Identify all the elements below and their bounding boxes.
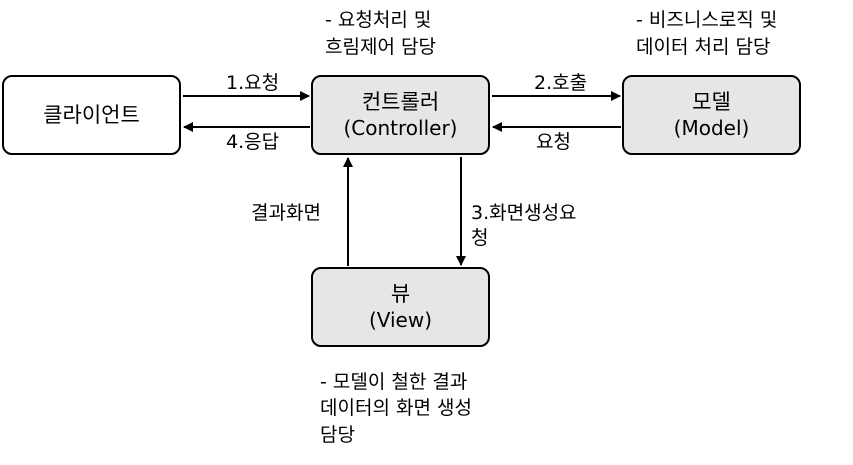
view-note-line1: - 모델이 철한 결과 [320,371,468,393]
client-box-title: 클라이언트 [43,103,140,127]
view-request-arrow-label-line1: 3.화면생성요 [471,202,577,224]
controller-box-title: 컨트롤러 [361,90,440,114]
model-note-line2: 데이터 처리 담당 [636,36,771,58]
view-box-title: 뷰 [390,282,411,306]
controller-box: 컨트롤러 (Controller) [311,75,490,155]
controller-box-subtitle: (Controller) [343,116,458,140]
model-request-arrow-label: 요청 [536,131,571,153]
client-box: 클라이언트 [2,75,181,155]
model-box: 모델 (Model) [622,75,801,155]
view-note-line2: 데이터의 화면 생성 [320,397,472,419]
view-box: 뷰 (View) [311,267,490,347]
response-arrow-label: 4.응답 [226,131,280,153]
model-box-title: 모델 [692,90,731,114]
request-arrow-label: 1.요청 [226,72,280,94]
controller-note-line1: - 요청처리 및 [325,9,432,31]
view-note-line3: 담당 [320,424,355,446]
result-screen-arrow-label: 결과화면 [251,202,321,224]
view-box-subtitle: (View) [368,308,433,332]
model-note-line1: - 비즈니스로직 및 [636,9,778,31]
model-box-subtitle: (Model) [673,116,750,140]
view-request-arrow-label-line2: 청 [471,227,489,249]
call-arrow-label: 2.호출 [534,72,588,94]
controller-note-line2: 흐림제어 담당 [325,36,436,58]
